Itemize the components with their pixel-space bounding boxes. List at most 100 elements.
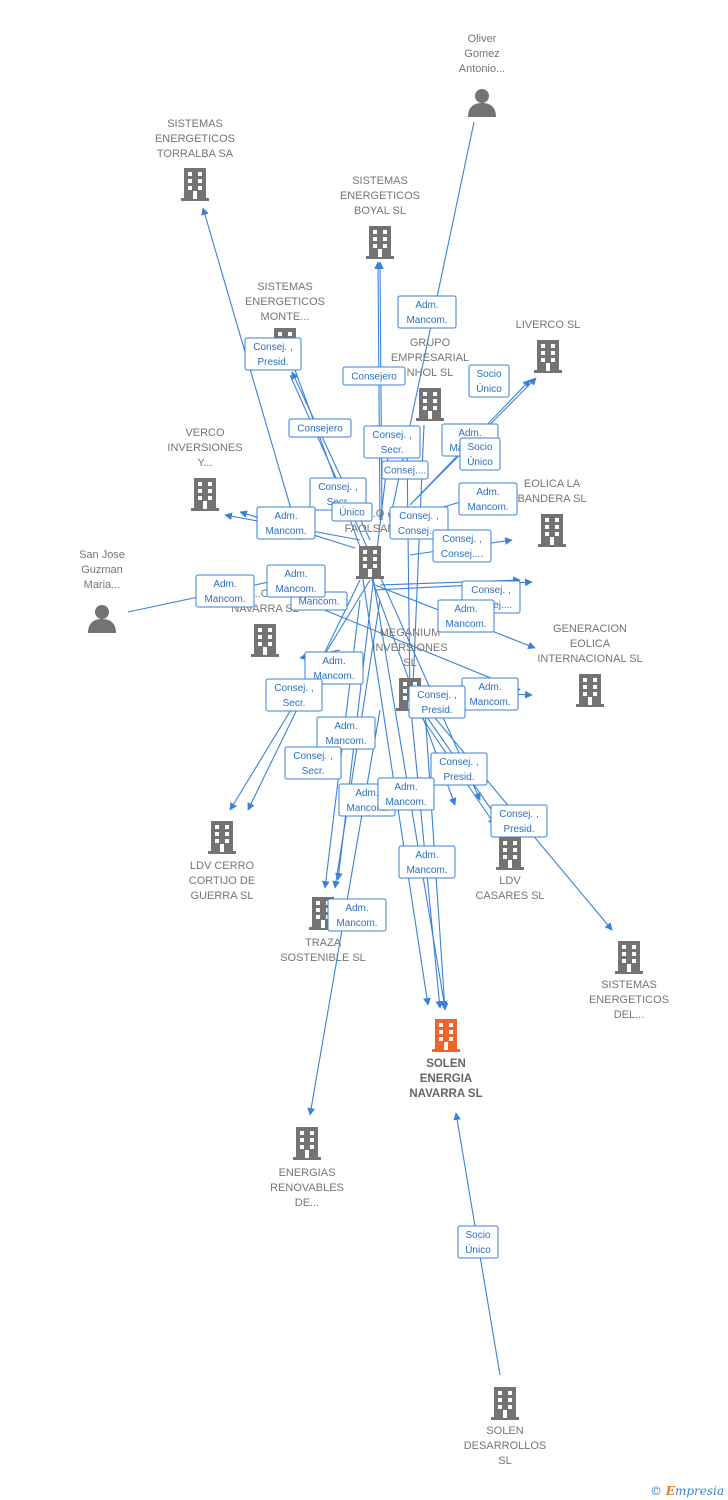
edge-label[interactable]: Consej. ,Secr. [284,746,342,780]
edge-label-text: Adm.Mancom. [469,682,510,708]
edge-label-box [266,564,326,598]
brand-logo[interactable]: Empresia [665,1484,724,1498]
edge-label-box [284,746,342,780]
edge-label[interactable]: Adm.Mancom. [397,295,457,329]
edge-label[interactable]: Adm.Mancom. [256,506,316,540]
edge-label-text: Adm.Mancom. [336,903,377,929]
building-icon [576,674,604,707]
edge-label[interactable]: Adm.Mancom. [304,651,364,685]
edge-label-text: Adm.Mancom. [265,511,306,537]
edge-label[interactable]: Adm.Mancom. [266,564,326,598]
building-icon [191,478,219,511]
edge-label[interactable]: Único [331,502,373,522]
building-icon [534,340,562,373]
edge-label[interactable]: Adm.Mancom. [316,716,376,750]
edge-label-text: Consej. ,Secr. [372,430,411,456]
edge-label-text: Mancom. [298,597,339,608]
building-icon [538,514,566,547]
edge-label-box [377,777,435,811]
edge-label[interactable]: Consej.... [381,460,429,480]
edge-label-box [195,574,255,608]
edge-label-text: Adm.Mancom. [445,604,486,630]
edge-label[interactable]: Consejero [288,418,352,438]
edge-label-text: Consej. ,Presid. [439,757,478,783]
edge-label[interactable]: Consej. ,Presid. [490,804,548,838]
edge-label-text: Consej. ,Consej.... [441,534,483,560]
edge-line [289,374,481,801]
edge-label-text: Adm.Mancom. [275,569,316,595]
edge-label[interactable]: Consejero [342,366,406,386]
edge-label-box [437,599,495,633]
edge-label-box [316,716,376,750]
edge-line [406,449,414,701]
edge-label-box [288,418,352,438]
edge-label[interactable]: Consej. ,Consej.... [389,506,449,540]
edge-label-text: Adm.Mancom. [467,487,508,513]
edge-label[interactable]: Consej. ,Presid. [430,752,488,786]
edge-label[interactable]: Consej. ,Secr. [363,425,421,459]
edge-label[interactable]: Adm.Mancom. [461,677,519,711]
edge-label-box [363,425,421,459]
edge-label[interactable]: Consej. ,Presid. [408,685,466,719]
edge-label[interactable]: Adm.Mancom. [458,482,518,516]
copyright-footer: © Empresia [650,1484,724,1498]
person-icon [468,89,496,117]
edge-label[interactable]: Adm.Mancom. [398,845,456,879]
edge-label-box [265,678,323,712]
edge-label[interactable]: Consej. ,Consej.... [432,529,492,563]
edge-label-box [331,502,373,522]
building-icon [491,1387,519,1420]
edge-label-text: Adm.Mancom. [313,656,354,682]
building-icon [181,168,209,201]
edge-label[interactable]: Consej. ,Secr. [265,678,323,712]
building-icon [356,546,384,579]
edge-label-text: Consej. ,Consej.... [398,511,440,537]
edge-label-text: Consej. ,Presid. [417,690,456,716]
edge-label[interactable]: Consej. ,Presid. [244,337,302,371]
edge-label[interactable]: Adm.Mancom. [327,898,387,932]
node-liverco[interactable]: LIVERCO SL [516,319,581,373]
edge-label-text: Adm.Mancom. [204,579,245,605]
edge-label-text: Adm.Mancom. [325,721,366,747]
edge-label-box [458,482,518,516]
edge-line [374,261,382,521]
edge-label[interactable]: Adm.Mancom. [195,574,255,608]
edge-label[interactable]: Adm.Mancom. [437,599,495,633]
building-icon [496,837,524,870]
edge-label-text: Consej. ,Presid. [253,342,292,368]
edge-label[interactable]: Adm.Mancom. [377,777,435,811]
edge-label-box [304,651,364,685]
edge-label-box [490,804,548,838]
